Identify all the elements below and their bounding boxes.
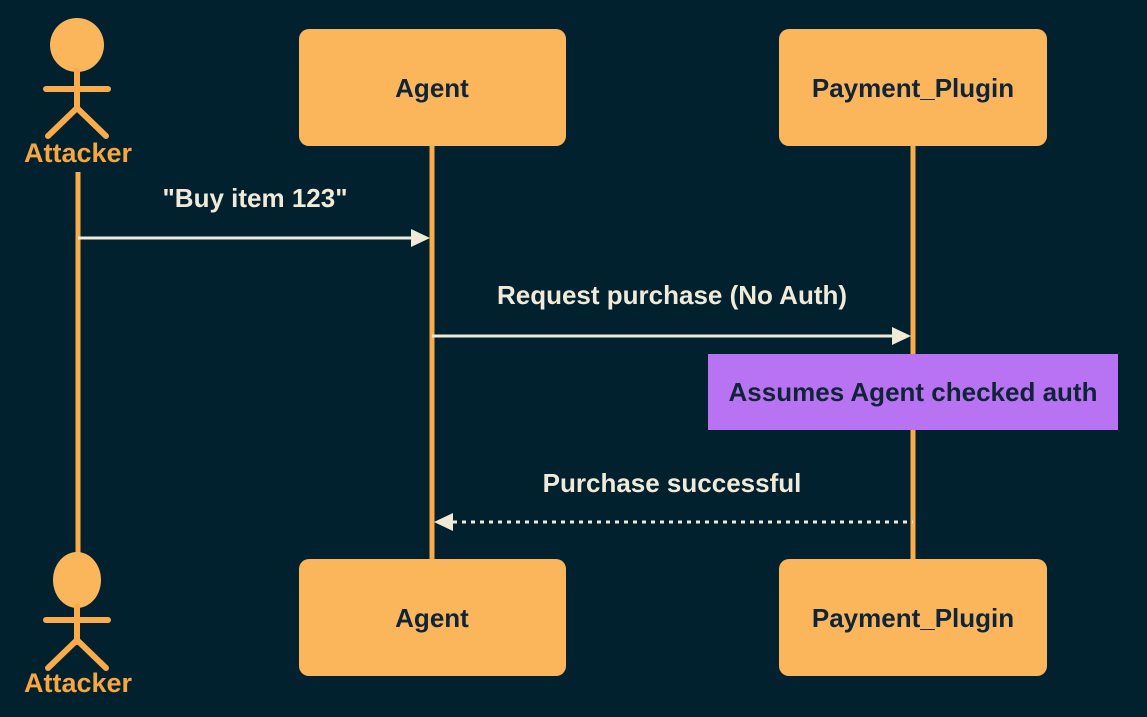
message-text: Request purchase (No Auth) bbox=[497, 280, 847, 310]
participant-payment-plugin-label: Payment_Plugin bbox=[812, 603, 1014, 633]
actor-attacker-label: Attacker bbox=[24, 668, 133, 698]
participant-box bbox=[779, 29, 1047, 146]
note-assumes-auth: Assumes Agent checked auth bbox=[708, 354, 1118, 430]
note-box bbox=[708, 354, 1118, 430]
participant-payment-plugin-bottom: Payment_Plugin bbox=[779, 559, 1047, 676]
actor-attacker-bottom: Attacker bbox=[24, 552, 133, 698]
message-buy-item: "Buy item 123" bbox=[78, 183, 430, 247]
arrowhead-right-icon bbox=[892, 327, 911, 345]
participant-agent-label: Agent bbox=[395, 603, 469, 633]
participant-payment-plugin-label: Payment_Plugin bbox=[812, 73, 1014, 103]
actor-left-leg bbox=[45, 105, 80, 139]
participant-agent-label: Agent bbox=[395, 73, 469, 103]
participant-payment-plugin-top: Payment_Plugin bbox=[779, 29, 1047, 146]
message-request-purchase: Request purchase (No Auth) bbox=[432, 280, 911, 345]
participant-box bbox=[779, 559, 1047, 676]
actor-attacker-top: Attacker bbox=[24, 18, 133, 168]
message-text: "Buy item 123" bbox=[162, 183, 347, 213]
actor-right-leg bbox=[74, 105, 109, 139]
arrowhead-left-icon bbox=[434, 513, 453, 531]
participant-box bbox=[299, 559, 566, 676]
actor-right-leg bbox=[74, 637, 109, 671]
message-purchase-successful: Purchase successful bbox=[434, 468, 913, 531]
actor-head-icon bbox=[50, 18, 104, 72]
participant-box bbox=[299, 29, 566, 146]
arrowhead-right-icon bbox=[411, 229, 430, 247]
actor-attacker-label: Attacker bbox=[24, 138, 133, 168]
participant-agent-bottom: Agent bbox=[299, 559, 566, 676]
note-text: Assumes Agent checked auth bbox=[729, 377, 1098, 407]
actor-left-leg bbox=[45, 637, 80, 671]
participant-agent-top: Agent bbox=[299, 29, 566, 146]
message-text: Purchase successful bbox=[543, 468, 802, 498]
actor-head-icon bbox=[53, 552, 101, 608]
